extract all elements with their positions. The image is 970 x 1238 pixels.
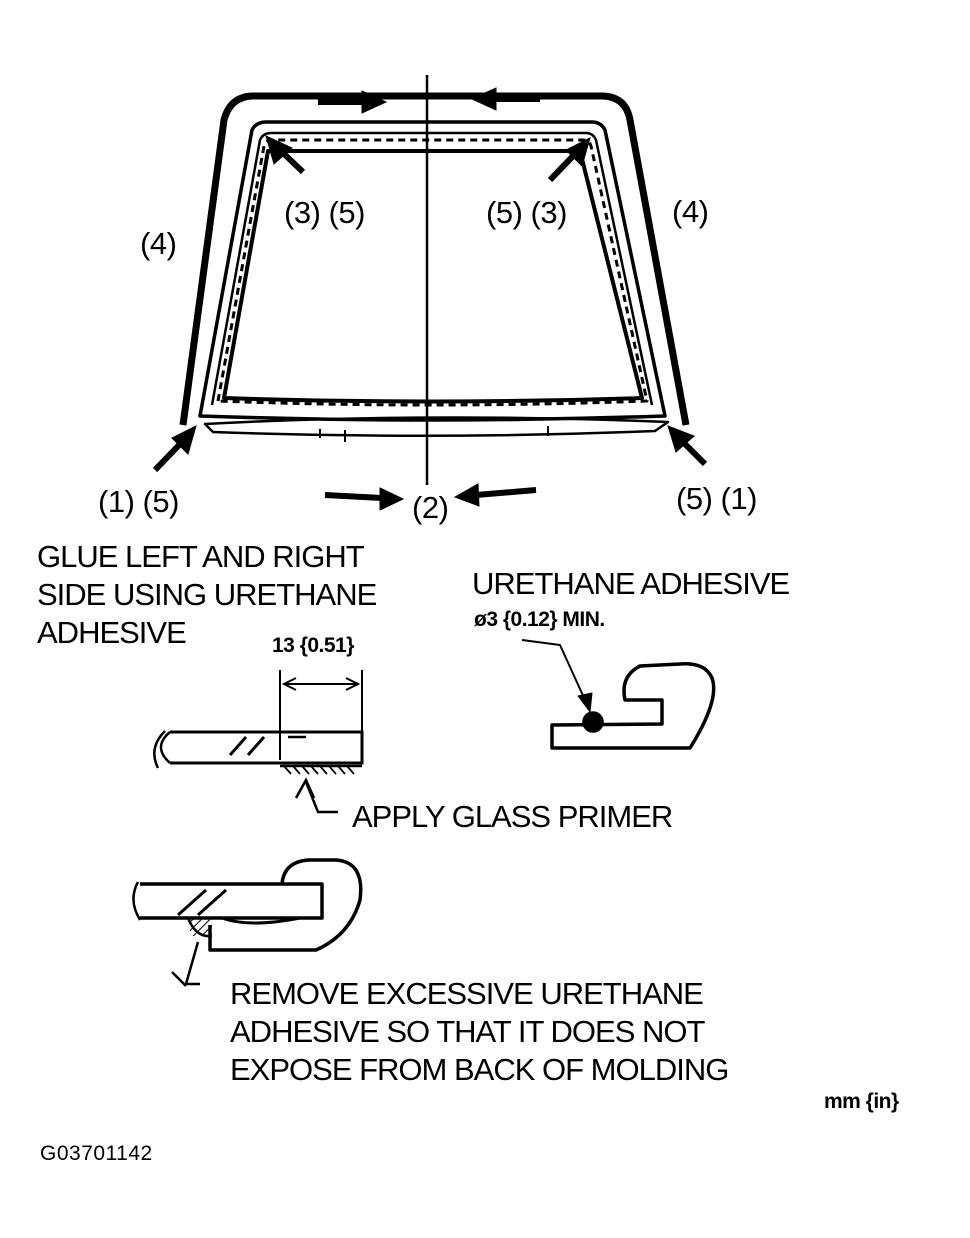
remove-note-line-3: EXPOSE FROM BACK OF MOLDING — [230, 1052, 729, 1087]
glass-primer-section — [153, 670, 364, 814]
adhesive-label: URETHANE ADHESIVE — [472, 566, 790, 601]
callout-top-left: (3) (5) — [284, 195, 365, 230]
molding-removal-section — [132, 858, 363, 987]
width-dimension: 13 {0.51} — [272, 634, 354, 657]
molding-bead-section — [521, 639, 716, 750]
primer-note: APPLY GLASS PRIMER — [352, 799, 673, 834]
direction-arrows — [152, 87, 708, 511]
remove-note: REMOVE EXCESSIVE URETHANE ADHESIVE SO TH… — [230, 975, 729, 1089]
callout-bottom-right: (5) (1) — [676, 481, 757, 516]
windshield-glass — [179, 92, 690, 442]
glue-note-line-1: GLUE LEFT AND RIGHT — [37, 539, 365, 574]
glue-note-line-2: SIDE USING URETHANE — [37, 577, 377, 612]
bead-spec: ø3 {0.12} MIN. — [474, 608, 605, 631]
callout-top-right: (5) (3) — [486, 195, 567, 230]
glue-note-line-3: ADHESIVE — [37, 615, 187, 650]
figure-code: G03701142 — [40, 1142, 153, 1165]
callout-side-right: (4) — [672, 194, 709, 229]
remove-note-line-1: REMOVE EXCESSIVE URETHANE — [230, 976, 704, 1011]
callout-bottom-center: (2) — [412, 490, 449, 525]
glue-note: GLUE LEFT AND RIGHT SIDE USING URETHANE … — [37, 538, 377, 652]
units-label: mm {in} — [824, 1090, 899, 1113]
remove-note-line-2: ADHESIVE SO THAT IT DOES NOT — [230, 1014, 705, 1049]
callout-bottom-left: (1) (5) — [98, 484, 179, 519]
callout-side-left: (4) — [140, 226, 177, 261]
